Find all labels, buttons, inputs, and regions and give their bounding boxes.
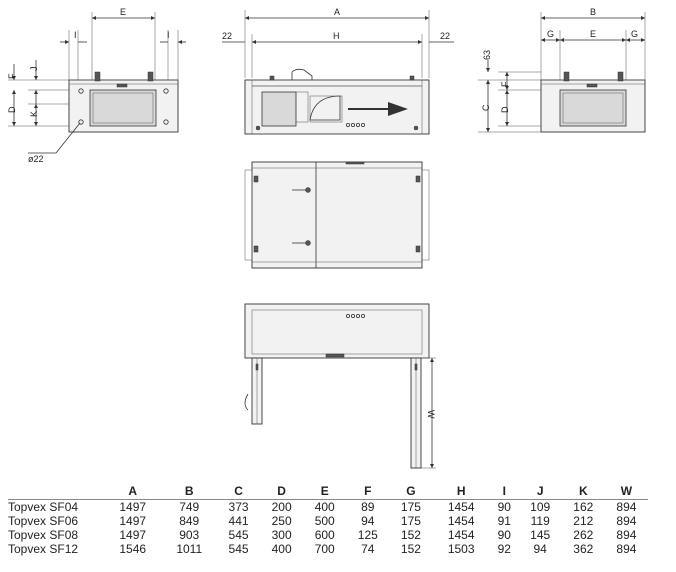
table-row: Topvex SF12 1546 1011 545 400 700 74 152… bbox=[8, 542, 648, 556]
value-cell: 212 bbox=[573, 514, 594, 528]
technical-drawing: E I I F D J K bbox=[7, 7, 646, 469]
header-cell: W bbox=[604, 484, 648, 500]
value-cell: 1011 bbox=[176, 542, 203, 556]
value-cell: 262 bbox=[573, 528, 594, 542]
value-cell: 1497 bbox=[119, 528, 147, 542]
header-cell: K bbox=[561, 484, 605, 500]
value-cell: 119 bbox=[530, 514, 550, 528]
value-cell: 175 bbox=[400, 514, 421, 528]
value-cell: 894 bbox=[616, 500, 637, 514]
end-view: B G E G 63 C F D bbox=[478, 7, 646, 133]
dim-label-63: 63 bbox=[482, 50, 492, 60]
value-cell: 89 bbox=[361, 500, 375, 514]
header-cell: E bbox=[303, 484, 347, 500]
model-cell: Topvex SF12 bbox=[8, 542, 79, 556]
dim-label-g-right: G bbox=[631, 29, 638, 39]
dim-label-d-right: D bbox=[500, 106, 510, 113]
value-cell: 1546 bbox=[119, 542, 147, 556]
value-cell: 700 bbox=[314, 542, 335, 556]
side-view: A H 22 22 bbox=[222, 7, 454, 135]
value-cell: 92 bbox=[497, 542, 511, 556]
value-cell: 175 bbox=[400, 500, 421, 514]
value-cell: 903 bbox=[179, 528, 200, 542]
value-cell: 441 bbox=[228, 514, 249, 528]
value-cell: 545 bbox=[228, 542, 249, 556]
dim-label-k: K bbox=[29, 111, 39, 117]
value-cell: 300 bbox=[271, 528, 292, 542]
value-cell: 1454 bbox=[447, 514, 475, 528]
dim-label-a: A bbox=[334, 7, 340, 17]
value-cell: 1454 bbox=[447, 528, 475, 542]
value-cell: 145 bbox=[530, 528, 551, 542]
dim-label-g-left: G bbox=[547, 29, 554, 39]
value-cell: 894 bbox=[616, 542, 637, 556]
value-cell: 74 bbox=[361, 542, 375, 556]
header-cell bbox=[8, 484, 104, 500]
header-cell: B bbox=[161, 484, 217, 500]
value-cell: 373 bbox=[228, 500, 249, 514]
dim-label-c: C bbox=[481, 104, 491, 111]
model-cell: Topvex SF06 bbox=[8, 514, 79, 528]
value-cell: 400 bbox=[271, 542, 292, 556]
front-view: E I I F D J K bbox=[7, 7, 186, 164]
header-cell: G bbox=[389, 484, 433, 500]
header-cell: A bbox=[104, 484, 162, 500]
dim-label-i-right: I bbox=[167, 30, 170, 40]
table-row: Topvex SF04 1497 749 373 200 400 89 175 … bbox=[8, 500, 648, 515]
value-cell: 400 bbox=[314, 500, 335, 514]
model-cell: Topvex SF08 bbox=[8, 528, 79, 542]
dim-label-e: E bbox=[120, 7, 126, 17]
value-cell: 1497 bbox=[119, 514, 147, 528]
value-cell: 109 bbox=[530, 500, 551, 514]
dim-label-b: B bbox=[590, 7, 596, 17]
value-cell: 152 bbox=[400, 528, 421, 542]
table-row: Topvex SF06 1497 849 441 250 500 94 175 … bbox=[8, 514, 648, 528]
value-cell: 500 bbox=[314, 514, 335, 528]
value-cell: 1503 bbox=[447, 542, 475, 556]
dim-label-e-right: E bbox=[590, 29, 596, 39]
value-cell: 749 bbox=[179, 500, 200, 514]
value-cell: 545 bbox=[228, 528, 249, 542]
header-cell: D bbox=[260, 484, 304, 500]
value-cell: 91 bbox=[497, 514, 511, 528]
header-cell: F bbox=[346, 484, 390, 500]
dimensions-table: A B C D E F G H I J K W Topvex SF04 1497… bbox=[8, 484, 648, 556]
value-cell: 1454 bbox=[447, 500, 475, 514]
value-cell: 125 bbox=[357, 528, 378, 542]
dim-label-d: D bbox=[7, 106, 17, 113]
value-cell: 1497 bbox=[119, 500, 147, 514]
value-cell: 94 bbox=[533, 542, 547, 556]
dim-label-f: F bbox=[7, 73, 17, 79]
value-cell: 894 bbox=[616, 528, 637, 542]
dim-label-w: W bbox=[426, 410, 436, 419]
header-cell: C bbox=[216, 484, 261, 500]
value-cell: 90 bbox=[497, 528, 511, 542]
value-cell: 250 bbox=[271, 514, 292, 528]
header-cell: I bbox=[489, 484, 519, 500]
table-header-row: A B C D E F G H I J K W bbox=[8, 484, 648, 500]
dim-label-h: H bbox=[333, 31, 340, 41]
top-view bbox=[244, 161, 430, 269]
value-cell: 894 bbox=[616, 514, 637, 528]
value-cell: 200 bbox=[271, 500, 292, 514]
dim-label-22-left: 22 bbox=[222, 31, 232, 41]
value-cell: 362 bbox=[573, 542, 594, 556]
value-cell: 162 bbox=[573, 500, 594, 514]
value-cell: 94 bbox=[361, 514, 375, 528]
stand-view: W bbox=[244, 303, 436, 469]
model-cell: Topvex SF04 bbox=[8, 500, 79, 514]
value-cell: 600 bbox=[314, 528, 335, 542]
dim-label-j: J bbox=[29, 67, 39, 72]
dim-label-22-right: 22 bbox=[440, 31, 450, 41]
table-row: Topvex SF08 1497 903 545 300 600 125 152… bbox=[8, 528, 648, 542]
value-cell: 849 bbox=[179, 514, 200, 528]
value-cell: 90 bbox=[497, 500, 511, 514]
header-cell: J bbox=[518, 484, 562, 500]
dim-label-i-left: I bbox=[74, 30, 77, 40]
hole-diameter-label: ø22 bbox=[28, 154, 44, 164]
dim-label-f-right: F bbox=[500, 81, 510, 87]
header-cell: H bbox=[432, 484, 490, 500]
value-cell: 152 bbox=[400, 542, 421, 556]
